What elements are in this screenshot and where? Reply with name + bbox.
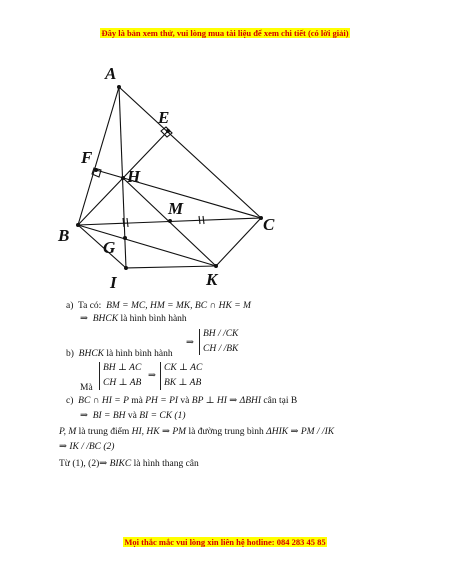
part-b-line1: b) BHCK là hình bình hành — [66, 348, 173, 360]
part-a-conclusion: là hình bình hành — [120, 314, 187, 324]
word-va: và — [180, 396, 190, 406]
arrow: ⇒ — [80, 411, 88, 421]
label-B: B — [57, 226, 69, 245]
final-conclusion: Từ (1), (2)⇒ BIKC là hình thang cân — [59, 458, 199, 470]
part-b-premise: là hình bình hành — [106, 349, 173, 359]
segment-BK — [77, 224, 217, 267]
part-c-line3: P, M là trung điểm HI, HK ⇒ PM là đường … — [59, 426, 334, 438]
brace-sys3 — [160, 362, 161, 390]
label-C: C — [263, 215, 275, 234]
segment-IK — [125, 265, 217, 269]
final-from: Từ (1), (2) — [59, 459, 100, 469]
part-a-line2: ⇒ BHCK là hình bình hành — [80, 313, 187, 325]
point-B — [76, 223, 80, 227]
sys1-eq1: BH / /CK — [203, 329, 239, 339]
brace-sys1 — [199, 329, 200, 355]
arrow: ⇒ — [99, 459, 108, 469]
sys2-eq1: BH ⊥ AC — [103, 363, 142, 373]
part-c-line2: ⇒ BI = BH và BI = CK (1) — [80, 410, 186, 422]
final-shape: BIKC — [109, 459, 132, 469]
part-b-arrow2: ⇒ — [148, 371, 156, 381]
part-b-tag: b) — [66, 349, 74, 359]
part-a-given: BM = MC, HM = MK, BC ∩ HK = M — [106, 301, 251, 311]
point-I — [124, 266, 128, 270]
part-b-arrow: ⇒ — [186, 338, 194, 348]
point-E — [166, 129, 170, 133]
tick-BM-2 — [126, 217, 129, 228]
tick-BM — [122, 217, 125, 228]
segment-BI — [77, 224, 127, 269]
part-c-expr3: BP ⊥ HI ⇒ ΔBHI — [191, 396, 262, 406]
segment-AC — [118, 86, 262, 219]
sys3-eq2: BK ⊥ AB — [164, 378, 202, 388]
label-E: E — [157, 108, 169, 127]
label-H: H — [126, 167, 141, 186]
label-A: A — [104, 64, 116, 83]
word-can-tai: cân tại B — [263, 396, 298, 406]
sys3-eq1: CK ⊥ AC — [164, 363, 203, 373]
brace-sys2 — [99, 362, 100, 390]
part-c-pm: P, M — [59, 427, 77, 437]
point-M — [168, 219, 172, 223]
part-c-expr4: BI = BH — [92, 411, 126, 421]
part-c-expr1: BC ∩ HI = P — [78, 396, 129, 406]
part-c-expr2: PH = PI — [145, 396, 179, 406]
arrow: ⇒ — [80, 314, 88, 324]
tick-MC — [198, 215, 201, 225]
right-angle-mark-E — [160, 126, 173, 138]
right-angle-mark-F — [91, 167, 102, 178]
point-G — [123, 236, 127, 240]
point-K — [214, 264, 218, 268]
part-c-tag: c) — [66, 396, 74, 406]
part-c-expr5: BI = CK (1) — [139, 411, 186, 421]
sys1-eq2: CH / /BK — [203, 344, 239, 354]
part-b-ma: Mà — [80, 383, 93, 393]
label-I: I — [109, 273, 118, 292]
geometry-figure: A E F H M B C G I K — [57, 64, 275, 292]
point-F — [94, 168, 98, 172]
part-a-shape: BHCK — [92, 314, 119, 324]
segment-AB — [77, 86, 120, 226]
part-a-tag: a) — [66, 301, 74, 311]
word-va-2: và — [127, 411, 137, 421]
label-G: G — [103, 238, 116, 257]
tick-MC-2 — [202, 215, 205, 225]
label-F: F — [80, 148, 93, 167]
word-trung-diem: là trung điểm — [78, 427, 130, 437]
preview-notice: Đây là bản xem thử, vui lòng mua tài liệ… — [100, 28, 350, 38]
hotline-notice: Mọi thắc mắc vui lòng xin liên hệ hotlin… — [123, 537, 327, 547]
sys2-eq2: CH ⊥ AB — [103, 378, 142, 388]
label-K: K — [205, 270, 219, 289]
part-b-shape: BHCK — [78, 349, 105, 359]
word-ma: mà — [131, 396, 143, 406]
final-text: là hình thang cân — [133, 459, 199, 469]
part-c-line1: c) BC ∩ HI = P mà PH = PI và BP ⊥ HI ⇒ Δ… — [66, 395, 297, 407]
part-a-line1: a) Ta có: BM = MC, HM = MK, BC ∩ HK = M — [66, 300, 251, 312]
point-H — [121, 176, 125, 180]
part-a-intro: Ta có: — [77, 301, 102, 311]
point-C — [259, 216, 263, 220]
label-M: M — [167, 199, 184, 218]
segment-KC — [215, 217, 262, 267]
point-A — [117, 85, 121, 89]
part-c-expr6: HI, HK ⇒ PM — [131, 427, 187, 437]
part-c-expr7: ΔHIK ⇒ PM / /IK — [266, 427, 335, 437]
word-duong-trung-binh: là đường trung bình — [188, 427, 264, 437]
part-c-line4: ⇒ IK / /BC (2) — [59, 442, 115, 452]
